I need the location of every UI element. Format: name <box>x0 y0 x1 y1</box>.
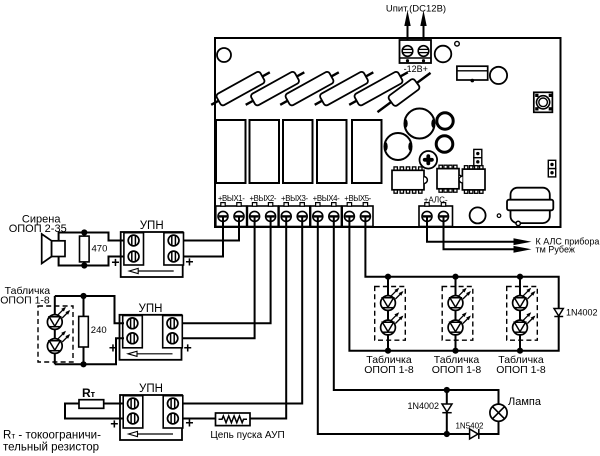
svg-text:+: + <box>185 254 193 270</box>
svg-text:Rт: Rт <box>82 386 96 400</box>
svg-text:470: 470 <box>92 244 108 255</box>
svg-text:тельный резистор: тельный резистор <box>3 442 99 454</box>
svg-text:УПН: УПН <box>139 303 163 315</box>
svg-text:-12В+: -12В+ <box>404 64 428 74</box>
svg-text:+ВЫХ5-: +ВЫХ5- <box>344 194 371 203</box>
svg-text:Цепь пуска АУП: Цепь пуска АУП <box>210 430 284 441</box>
svg-text:+ВЫХ2-: +ВЫХ2- <box>249 194 276 203</box>
svg-text:Rт - токоограничи-: Rт - токоограничи- <box>3 430 101 442</box>
svg-text:1N4002: 1N4002 <box>407 401 439 411</box>
svg-text:ОПОП 2-35: ОПОП 2-35 <box>9 223 67 235</box>
svg-text:+: + <box>110 416 118 432</box>
svg-text:+ВЫХ4-: +ВЫХ4- <box>313 194 340 203</box>
svg-text:+: + <box>184 340 192 356</box>
svg-text:УПН: УПН <box>140 220 164 232</box>
svg-text:1N5402: 1N5402 <box>455 421 484 430</box>
svg-text:+: + <box>111 254 119 270</box>
svg-text:К АЛС прибора: К АЛС прибора <box>536 237 600 247</box>
svg-text:Табличка: Табличка <box>434 354 480 366</box>
svg-text:ОПОП 1-8: ОПОП 1-8 <box>0 295 50 307</box>
svg-text:+АЛС-: +АЛС- <box>424 196 448 205</box>
svg-text:Табличка: Табличка <box>498 354 544 366</box>
svg-text:ОПОП 1-8: ОПОП 1-8 <box>432 364 482 376</box>
svg-text:УПН: УПН <box>139 383 163 395</box>
svg-text:+: + <box>109 340 117 356</box>
svg-text:Uпит.(DC12В): Uпит.(DC12В) <box>386 3 446 14</box>
svg-text:+ВЫХ1-: +ВЫХ1- <box>218 194 245 203</box>
svg-text:ОПОП 1-8: ОПОП 1-8 <box>364 364 414 376</box>
svg-text:+: + <box>185 415 193 431</box>
svg-text:Сирена: Сирена <box>22 214 61 226</box>
svg-text:Табличка: Табличка <box>5 285 51 297</box>
svg-text:Табличка: Табличка <box>366 354 412 366</box>
svg-text:1N4002: 1N4002 <box>566 308 598 318</box>
svg-text:ОПОП 1-8: ОПОП 1-8 <box>496 364 546 376</box>
svg-text:тм Рубеж: тм Рубеж <box>536 245 575 255</box>
svg-text:Лампа: Лампа <box>508 396 542 408</box>
svg-text:+ВЫХ3-: +ВЫХ3- <box>281 194 308 203</box>
svg-text:240: 240 <box>91 325 107 336</box>
